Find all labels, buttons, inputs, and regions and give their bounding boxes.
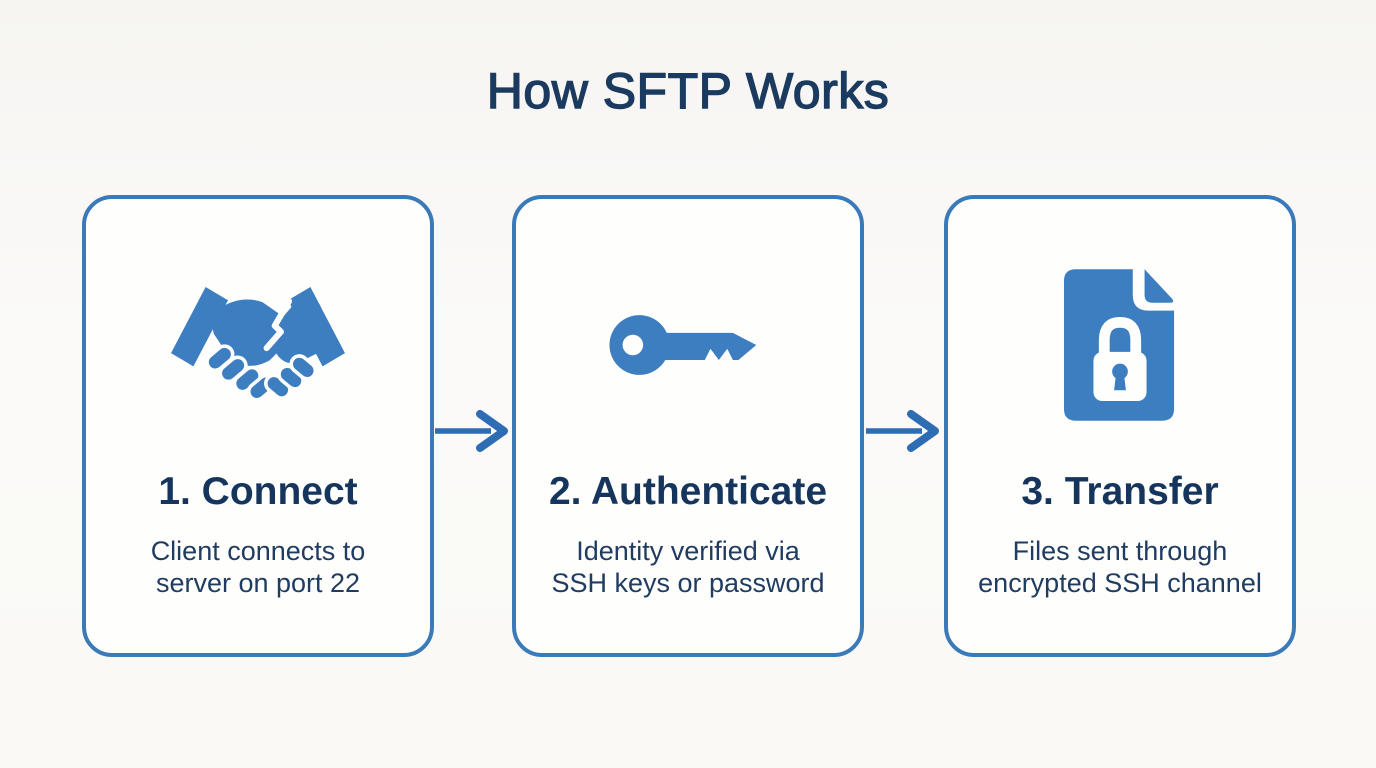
- arrow-right-icon: [864, 409, 944, 453]
- description-line-1: Identity verified via: [576, 536, 800, 566]
- page-title: How SFTP Works: [486, 62, 890, 119]
- description-line-2: SSH keys or password: [551, 568, 825, 598]
- description-line-2: encrypted SSH channel: [978, 568, 1262, 598]
- document-lock-icon: [1062, 265, 1178, 425]
- step-description: Identity verified via SSH keys or passwo…: [551, 535, 824, 599]
- step-title: 2. Authenticate: [548, 470, 828, 513]
- handshake-icon: [169, 265, 347, 425]
- step-title: 3. Transfer: [1021, 470, 1219, 513]
- description-line-1: Files sent through: [1012, 536, 1228, 566]
- step-card-transfer: 3. Transfer Files sent through encrypted…: [944, 195, 1296, 657]
- step-card-authenticate: 2. Authenticate Identity verified via SS…: [512, 195, 864, 657]
- step-description: Files sent through encrypted SSH channel: [978, 535, 1262, 599]
- key-icon: [608, 265, 768, 425]
- step-title: 1. Connect: [158, 470, 358, 513]
- arrow-right-icon: [434, 409, 512, 453]
- description-line-1: Client connects to: [150, 536, 366, 566]
- steps-row: 1. Connect Client connects to server on …: [82, 195, 1296, 657]
- description-line-2: server on port 22: [155, 568, 361, 598]
- step-description: Client connects to server on port 22: [151, 535, 366, 599]
- step-card-connect: 1. Connect Client connects to server on …: [82, 195, 434, 657]
